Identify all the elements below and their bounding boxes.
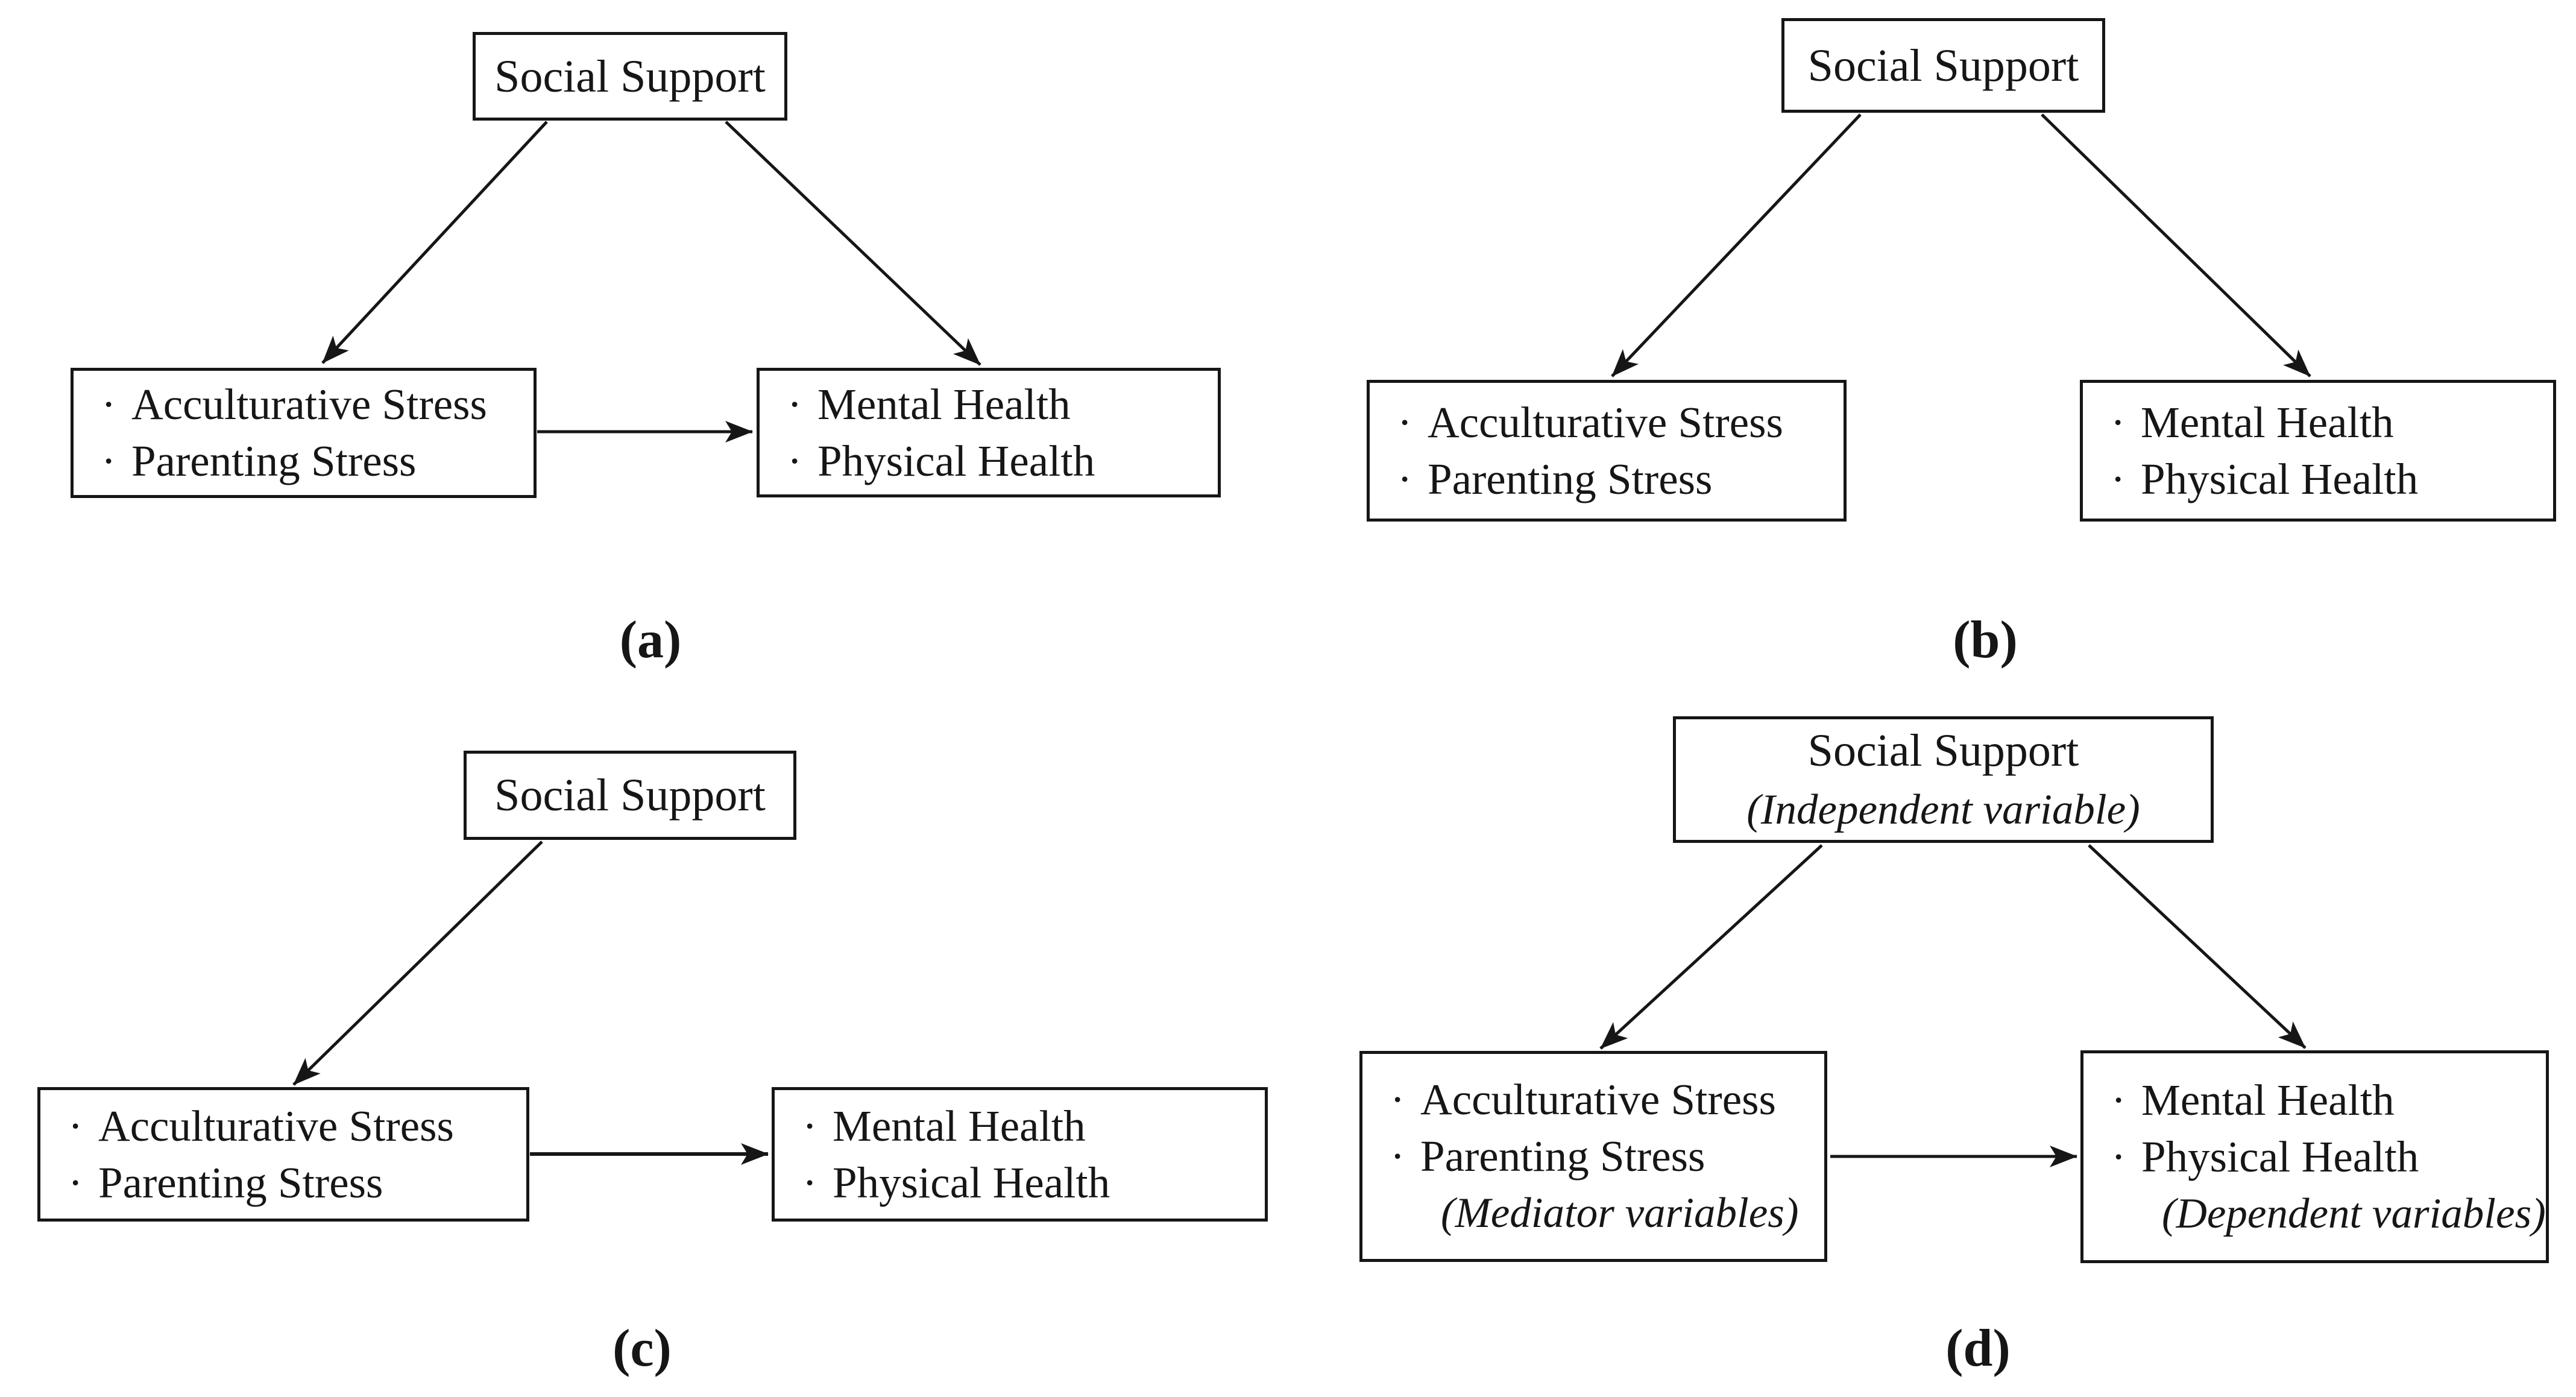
stressor-item-label: Parenting Stress xyxy=(1428,454,1713,503)
health-item-label: Mental Health xyxy=(833,1101,1086,1150)
bullet-icon: · xyxy=(802,1158,817,1207)
social-support-box: Social Support xyxy=(464,751,796,840)
panel-b: Social Support · Acculturative Stress · … xyxy=(1288,0,2576,698)
bullet-icon: · xyxy=(1397,397,1412,447)
health-items: · Mental Health · Physical Health (Depen… xyxy=(2083,1072,2546,1242)
health-item-label: Mental Health xyxy=(2141,1075,2395,1124)
stressor-item: · Parenting Stress xyxy=(101,433,534,490)
bullet-icon: · xyxy=(1390,1075,1405,1124)
stressors-items: · Acculturative Stress · Parenting Stres… xyxy=(1362,1071,1824,1241)
stressor-item-label: Parenting Stress xyxy=(131,437,417,485)
health-item: · Physical Health xyxy=(787,433,1218,490)
stressor-item-label: Acculturative Stress xyxy=(1428,397,1783,447)
health-item-label: Physical Health xyxy=(833,1158,1110,1207)
health-item: · Mental Health xyxy=(2111,1072,2546,1129)
health-role-label: (Dependent variables) xyxy=(2162,1190,2546,1237)
stressor-item-label: Parenting Stress xyxy=(1420,1132,1705,1181)
health-item: · Physical Health xyxy=(802,1155,1265,1211)
health-items: · Mental Health · Physical Health xyxy=(2083,394,2553,508)
social-support-box: Social Support xyxy=(1781,18,2105,113)
panel-label: (d) xyxy=(1945,1319,2011,1378)
health-item-label: Physical Health xyxy=(2141,454,2419,503)
social-support-label: Social Support xyxy=(494,51,766,102)
stressors-box: · Acculturative Stress · Parenting Stres… xyxy=(71,368,537,498)
health-item-label: Mental Health xyxy=(2141,397,2394,447)
health-items: · Mental Health · Physical Health xyxy=(775,1098,1265,1211)
health-item-label: Mental Health xyxy=(817,379,1071,429)
bullet-icon: · xyxy=(101,437,116,485)
social-support-role-label: (Independent variable) xyxy=(1746,786,2140,833)
panel-label: (a) xyxy=(619,611,682,669)
bullet-icon: · xyxy=(2111,454,2126,503)
bullet-icon: · xyxy=(787,436,802,485)
panel-d: Social Support (Independent variable) · … xyxy=(1288,698,2576,1397)
bullet-icon: · xyxy=(2111,1132,2126,1181)
stressor-item: · Acculturative Stress xyxy=(1390,1071,1824,1128)
health-item-label: Physical Health xyxy=(2141,1132,2419,1181)
stressors-box: · Acculturative Stress · Parenting Stres… xyxy=(37,1087,529,1222)
social-support-label: Social Support xyxy=(1807,725,2079,776)
stressor-item: · Acculturative Stress xyxy=(1397,394,1844,451)
health-item: · Physical Health xyxy=(2111,1129,2546,1185)
social-support-label: Social Support xyxy=(494,770,766,821)
stressor-item: · Acculturative Stress xyxy=(101,376,534,433)
health-item: · Mental Health xyxy=(787,376,1218,433)
bullet-icon: · xyxy=(2111,397,2126,447)
health-item: · Mental Health xyxy=(802,1098,1265,1155)
bullet-icon: · xyxy=(68,1101,83,1150)
bullet-icon: · xyxy=(1397,454,1412,503)
social-support-label: Social Support xyxy=(1807,40,2079,91)
stressors-items: · Acculturative Stress · Parenting Stres… xyxy=(74,376,534,490)
stressors-box: · Acculturative Stress · Parenting Stres… xyxy=(1367,380,1847,522)
stressor-item: · Parenting Stress xyxy=(68,1155,526,1211)
health-item-label: Physical Health xyxy=(817,436,1095,485)
bullet-icon: · xyxy=(787,379,802,429)
stressor-item-label: Acculturative Stress xyxy=(1420,1075,1776,1124)
panel-label: (b) xyxy=(1953,611,2018,669)
health-box: · Mental Health · Physical Health xyxy=(772,1087,1268,1222)
bullet-icon: · xyxy=(802,1101,817,1150)
health-item: · Mental Health xyxy=(2111,394,2553,451)
panel-label: (c) xyxy=(613,1319,672,1378)
stressor-item: · Parenting Stress xyxy=(1390,1128,1824,1185)
stressor-item: · Parenting Stress xyxy=(1397,451,1844,508)
health-box: · Mental Health · Physical Health xyxy=(757,368,1221,497)
stressors-box: · Acculturative Stress · Parenting Stres… xyxy=(1359,1051,1827,1262)
bullet-icon: · xyxy=(101,380,116,429)
stressor-item: · Acculturative Stress xyxy=(68,1098,526,1155)
stressor-item-label: Acculturative Stress xyxy=(131,380,487,429)
health-box: · Mental Health · Physical Health (Depen… xyxy=(2080,1050,2549,1263)
stressors-role-label: (Mediator variables) xyxy=(1441,1190,1799,1237)
panel-c: Social Support · Acculturative Stress · … xyxy=(0,698,1288,1397)
panel-a: Social Support · Acculturative Stress · … xyxy=(0,0,1288,698)
bullet-icon: · xyxy=(2111,1075,2126,1124)
stressors-items: · Acculturative Stress · Parenting Stres… xyxy=(1370,394,1844,508)
stressor-item-label: Acculturative Stress xyxy=(98,1101,454,1150)
stressor-item-label: Parenting Stress xyxy=(98,1158,383,1207)
health-box: · Mental Health · Physical Health xyxy=(2080,380,2556,522)
bullet-icon: · xyxy=(68,1158,83,1207)
health-items: · Mental Health · Physical Health xyxy=(760,376,1218,490)
social-support-box: Social Support xyxy=(473,32,787,121)
bullet-icon: · xyxy=(1390,1132,1405,1181)
health-item: · Physical Health xyxy=(2111,451,2553,508)
social-support-box: Social Support (Independent variable) xyxy=(1673,716,2214,843)
stressors-items: · Acculturative Stress · Parenting Stres… xyxy=(40,1098,526,1211)
